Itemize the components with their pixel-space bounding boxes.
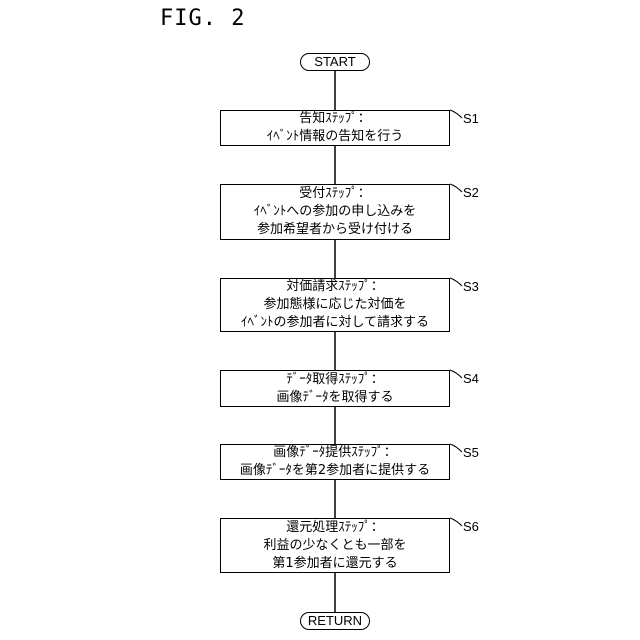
step-s1-label: S1: [463, 111, 479, 126]
step-s6-label: S6: [463, 519, 479, 534]
step-s6-line: 利益の少なくとも一部を: [263, 537, 406, 555]
leader-s2: [450, 184, 462, 192]
step-s3-box: 対価請求ｽﾃｯﾌﾟ： 参加態様に応じた対価を ｲﾍﾞﾝﾄの参加者に対して請求する: [220, 278, 450, 332]
step-s3-line: ｲﾍﾞﾝﾄの参加者に対して請求する: [241, 314, 429, 332]
step-s3-label: S3: [463, 279, 479, 294]
start-label: START: [314, 54, 355, 69]
step-s4-title: ﾃﾞｰﾀ取得ｽﾃｯﾌﾟ：: [286, 371, 384, 389]
step-s4-label: S4: [463, 371, 479, 386]
leader-s6: [450, 518, 462, 526]
step-s6-box: 還元処理ｽﾃｯﾌﾟ： 利益の少なくとも一部を 第1参加者に還元する: [220, 518, 450, 573]
step-s2-line: ｲﾍﾞﾝﾄへの参加の申し込みを: [254, 203, 417, 221]
return-terminal: RETURN: [300, 612, 370, 630]
step-s3-title: 対価請求ｽﾃｯﾌﾟ：: [286, 278, 384, 296]
step-s4-line: 画像ﾃﾞｰﾀを取得する: [276, 389, 393, 407]
step-s5-label: S5: [463, 445, 479, 460]
leader-s5: [450, 444, 462, 452]
start-terminal: START: [300, 53, 370, 71]
step-s1-line: ｲﾍﾞﾝﾄ情報の告知を行う: [267, 128, 404, 146]
step-s2-line: 参加希望者から受け付ける: [257, 221, 413, 239]
return-label: RETURN: [308, 613, 362, 628]
step-s4-box: ﾃﾞｰﾀ取得ｽﾃｯﾌﾟ： 画像ﾃﾞｰﾀを取得する: [220, 370, 450, 407]
leader-s3: [450, 278, 462, 286]
step-s3-line: 参加態様に応じた対価を: [263, 296, 406, 314]
step-s5-box: 画像ﾃﾞｰﾀ提供ｽﾃｯﾌﾟ： 画像ﾃﾞｰﾀを第2参加者に提供する: [220, 444, 450, 480]
leader-s4: [450, 370, 462, 378]
step-s1-box: 告知ｽﾃｯﾌﾟ： ｲﾍﾞﾝﾄ情報の告知を行う: [220, 110, 450, 146]
step-s6-line: 第1参加者に還元する: [272, 555, 397, 573]
leader-s1: [450, 110, 462, 118]
step-s2-label: S2: [463, 185, 479, 200]
step-s1-title: 告知ｽﾃｯﾌﾟ：: [299, 110, 371, 128]
step-s2-title: 受付ｽﾃｯﾌﾟ：: [299, 185, 371, 203]
step-s5-line: 画像ﾃﾞｰﾀを第2参加者に提供する: [240, 462, 430, 480]
step-s2-box: 受付ｽﾃｯﾌﾟ： ｲﾍﾞﾝﾄへの参加の申し込みを 参加希望者から受け付ける: [220, 184, 450, 240]
step-s6-title: 還元処理ｽﾃｯﾌﾟ：: [286, 519, 384, 537]
step-s5-title: 画像ﾃﾞｰﾀ提供ｽﾃｯﾌﾟ：: [273, 444, 397, 462]
